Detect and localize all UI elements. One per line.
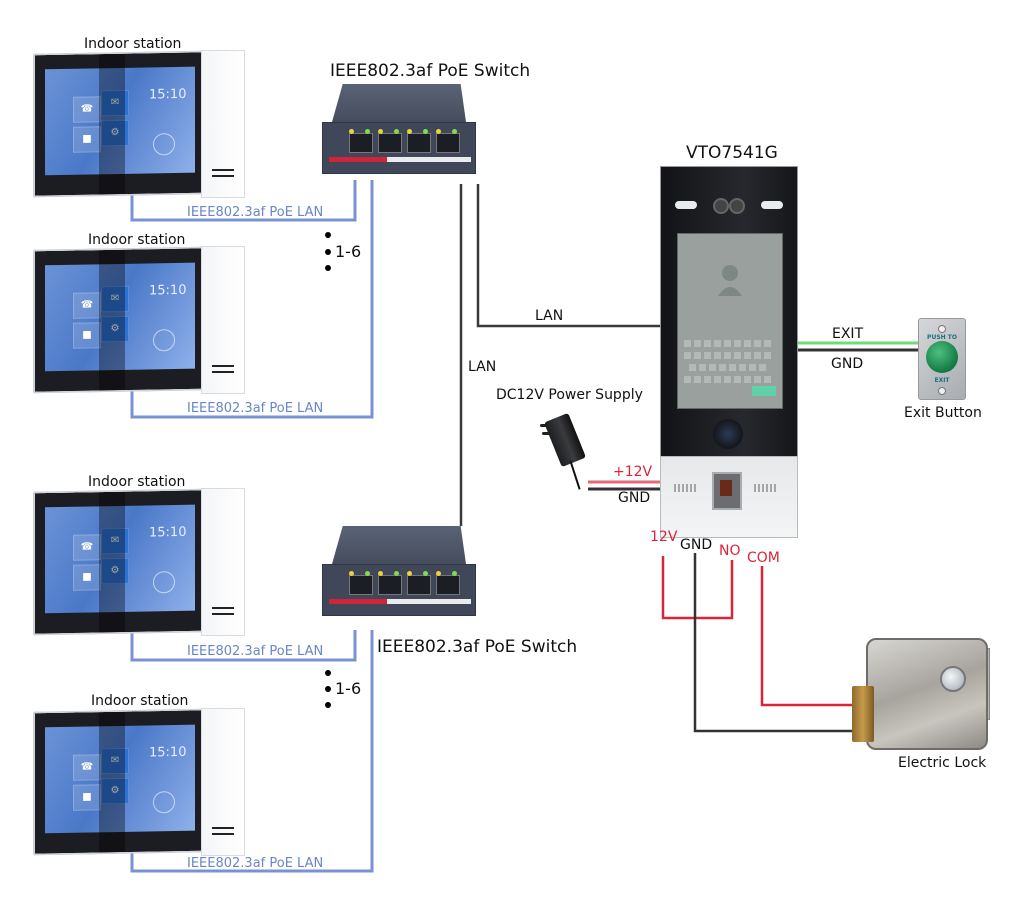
exit-signal-label: EXIT — [832, 326, 864, 342]
camera-lens-icon — [713, 198, 729, 214]
power-adapter — [540, 410, 590, 490]
ethernet-port — [349, 575, 373, 595]
door-station-lan-label: LAN — [535, 308, 564, 324]
camera-lens-icon — [729, 198, 745, 214]
terminal-no-label: NO — [719, 543, 741, 559]
indoor-station-1-label: Indoor station — [84, 36, 182, 52]
power-supply-label: DC12V Power Supply — [496, 387, 643, 403]
lock-ring-icon — [153, 133, 175, 156]
camera-icon: ■ — [73, 322, 101, 349]
speaker-grille — [674, 484, 696, 492]
phone-icon: ☎ — [73, 96, 101, 123]
exit-ground-label: GND — [831, 356, 864, 372]
terminal-12v-label: 12V — [650, 529, 678, 545]
lan-wire-door-station — [476, 184, 660, 328]
ethernet-port — [436, 133, 460, 153]
terminal-com-label: COM — [747, 550, 780, 566]
phone-icon: ☎ — [73, 292, 101, 319]
poe-lan-wire-station-1 — [130, 180, 357, 222]
ethernet-port — [436, 575, 460, 595]
lock-ring-icon — [153, 791, 175, 814]
poe-lan-label-1: IEEE802.3af PoE LAN — [187, 205, 324, 220]
screen-clock: 15:10 — [149, 524, 187, 541]
door-station — [660, 166, 798, 538]
door-station-model: VTO7541G — [686, 143, 778, 163]
lock-jumper-12v-no — [661, 556, 734, 620]
lock-ring-icon — [153, 329, 175, 352]
door-station-screen — [677, 233, 783, 409]
poe-switch-2 — [322, 526, 476, 626]
lock-gnd-wire — [693, 553, 852, 733]
poe-switch-1 — [322, 84, 476, 184]
poe-lan-label-3: IEEE802.3af PoE LAN — [187, 644, 324, 659]
phone-icon: ☎ — [73, 534, 101, 561]
electric-lock-label: Electric Lock — [898, 755, 987, 771]
ethernet-port — [349, 133, 373, 153]
indoor-station-2-label: Indoor station — [88, 232, 186, 248]
camera-icon: ■ — [73, 126, 101, 153]
exit-button-label: Exit Button — [904, 405, 982, 421]
switch-2-label: IEEE802.3af PoE Switch — [377, 637, 578, 657]
call-button-icon — [752, 386, 776, 396]
electric-lock-device — [852, 628, 992, 754]
camera-icon: ■ — [73, 784, 101, 811]
lock-ring-icon — [153, 571, 175, 594]
ethernet-port — [378, 133, 402, 153]
screen-clock: 15:10 — [149, 744, 187, 761]
indoor-station-3-label: Indoor station — [88, 474, 186, 490]
terminal-gnd-label: GND — [680, 537, 713, 553]
ethernet-port — [407, 133, 431, 153]
power-positive-label: +12V — [613, 464, 653, 480]
screen-clock: 15:10 — [149, 282, 187, 299]
push-button-icon — [926, 341, 958, 373]
fingerprint-sensor-icon — [712, 472, 742, 510]
lock-com-wire — [760, 566, 852, 707]
indoor-station-4: ☎ ✉ ■ ⚙ 15:10 — [33, 708, 245, 856]
phone-icon: ☎ — [73, 754, 101, 781]
exit-button-top-text: PUSH TO — [927, 334, 957, 341]
speaker-grille — [754, 484, 776, 492]
indoor-station-1: ☎ ✉ ■ ⚙ 15:10 — [33, 50, 245, 198]
exit-button-bottom-text: EXIT — [934, 377, 950, 384]
user-avatar-icon — [718, 265, 742, 296]
camera-icon: ■ — [73, 564, 101, 591]
poe-lan-wire-station-3 — [130, 630, 357, 662]
poe-lan-wire-station-2 — [130, 180, 374, 419]
indoor-station-2: ☎ ✉ ■ ⚙ 15:10 — [33, 246, 245, 394]
poe-lan-label-2: IEEE802.3af PoE LAN — [187, 401, 324, 416]
ethernet-port — [407, 575, 431, 595]
poe-lan-label-4: IEEE802.3af PoE LAN — [187, 856, 324, 871]
lock-terminal-block — [852, 686, 874, 742]
poe-lan-wire-station-4 — [130, 630, 374, 873]
indoor-station-4-label: Indoor station — [91, 693, 189, 709]
power-ground-label: GND — [618, 490, 651, 506]
switch-1-label: IEEE802.3af PoE Switch — [330, 61, 531, 81]
exit-button-device: PUSH TO EXIT — [918, 318, 966, 400]
card-reader-icon — [713, 419, 743, 449]
indoor-station-3: ☎ ✉ ■ ⚙ 15:10 — [33, 488, 245, 636]
ethernet-port — [378, 575, 402, 595]
screen-clock: 15:10 — [149, 86, 187, 103]
switch-uplink-lan-label: LAN — [468, 359, 497, 375]
lock-knob-icon — [940, 666, 966, 692]
